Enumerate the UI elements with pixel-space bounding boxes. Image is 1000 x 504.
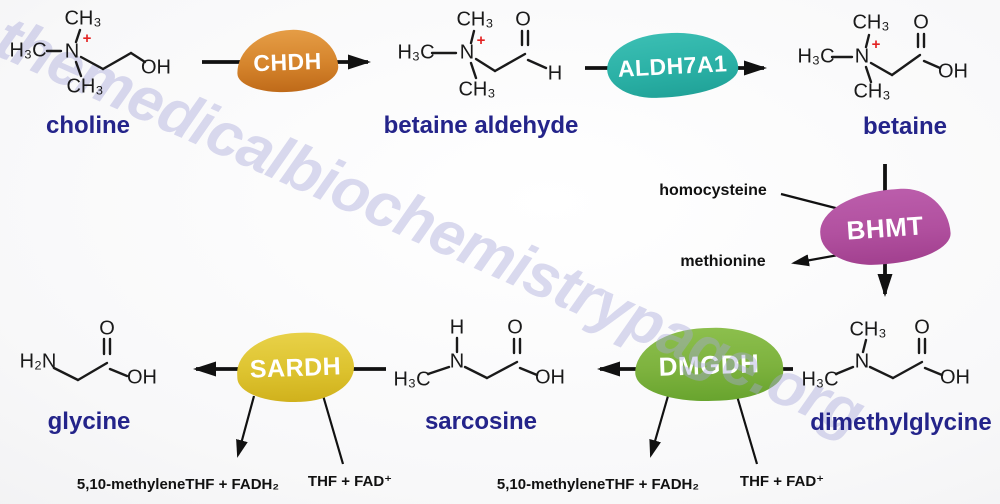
enzyme-sardh-label: SARDH <box>249 352 342 384</box>
charge-plus: + <box>477 32 486 49</box>
atom-ch3-top: CH₃ <box>852 11 889 33</box>
enzyme-sardh-blob: SARDH <box>235 330 356 405</box>
charge-plus: + <box>872 36 881 53</box>
atom-o: O <box>507 316 523 338</box>
atom-ch3-top: CH₃ <box>64 7 101 29</box>
atom-h3c: H₃C <box>393 368 430 390</box>
line-thf-fad-into-sardh <box>320 391 345 465</box>
arrow-methylenethf-fadh2-out-of-sardh <box>236 395 256 458</box>
atom-o: O <box>515 8 531 30</box>
atom-oh: OH <box>535 366 565 388</box>
dmgdh-substrate-cofactors-label: THF + FAD⁺ <box>739 473 825 490</box>
glycine-structure: H₂N O OH <box>20 317 157 388</box>
enzyme-bhmt-label: BHMT <box>845 209 925 246</box>
atom-o: O <box>913 11 929 33</box>
enzyme-aldh7a1-label: ALDH7A1 <box>617 49 728 82</box>
atom-ch3-top: CH₃ <box>456 8 493 30</box>
betaine-structure: CH₃ H₃C N + CH₃ O OH <box>797 11 968 102</box>
atom-oh: OH <box>141 56 171 78</box>
betaine-aldehyde-label: betaine aldehyde <box>383 112 579 139</box>
atom-h: H <box>548 62 562 84</box>
glycine-label: glycine <box>47 408 131 435</box>
line-thf-fad-into-dmgdh <box>735 395 759 465</box>
enzyme-dmgdh-label: DMGDH <box>658 348 760 382</box>
choline-label: choline <box>45 112 130 139</box>
atom-h3c: H₃C <box>9 39 46 61</box>
enzyme-chdh-label: CHDH <box>252 47 323 76</box>
atom-h3c: H₃C <box>397 41 434 63</box>
atom-n: N <box>450 350 464 372</box>
atom-o: O <box>914 316 930 338</box>
arrow-methylenethf-fadh2-out-of-dmgdh <box>649 395 670 458</box>
atom-n: N <box>65 40 79 62</box>
atom-n: N <box>855 350 869 372</box>
dmgdh-product-cofactors-label: 5,10-methyleneTHF + FADH₂ <box>496 476 700 493</box>
choline-structure: CH₃ H₃C N + CH₃ OH <box>9 7 171 97</box>
enzyme-bhmt-blob: BHMT <box>817 185 953 269</box>
atom-ch3-bottom: CH₃ <box>853 80 890 102</box>
sardh-substrate-cofactors-label: THF + FAD⁺ <box>307 473 393 490</box>
sarcosine-structure: H N H₃C O OH <box>393 316 565 390</box>
atom-h-top: H <box>450 316 464 338</box>
sardh-product-cofactors-label: 5,10-methyleneTHF + FADH₂ <box>76 476 280 493</box>
atom-h3c: H₃C <box>801 368 838 390</box>
atom-oh: OH <box>938 60 968 82</box>
atom-h2n: H₂N <box>20 350 57 372</box>
methionine-label: methionine <box>680 253 766 270</box>
homocysteine-label: homocysteine <box>659 182 767 199</box>
atom-h3c: H₃C <box>797 45 834 67</box>
atom-n: N <box>460 41 474 63</box>
atom-ch3-bottom: CH₃ <box>458 78 495 100</box>
enzyme-dmgdh-blob: DMGDH <box>633 325 785 404</box>
charge-plus: + <box>83 30 92 47</box>
betaine-aldehyde-structure: CH₃ H₃C N + CH₃ O H <box>397 8 562 100</box>
enzyme-chdh-blob: CHDH <box>235 28 340 94</box>
atom-oh: OH <box>940 366 970 388</box>
atom-o: O <box>99 317 115 339</box>
atom-n: N <box>855 45 869 67</box>
atom-oh: OH <box>127 366 157 388</box>
enzyme-aldh7a1-blob: ALDH7A1 <box>605 29 740 101</box>
sarcosine-label: sarcosine <box>424 408 538 435</box>
atom-ch3-top: CH₃ <box>849 318 886 340</box>
dimethylglycine-label: dimethylglycine <box>810 409 992 436</box>
dimethylglycine-structure: CH₃ N H₃C O OH <box>801 316 970 390</box>
atom-ch3-bottom: CH₃ <box>66 75 103 97</box>
betaine-label: betaine <box>862 113 948 140</box>
